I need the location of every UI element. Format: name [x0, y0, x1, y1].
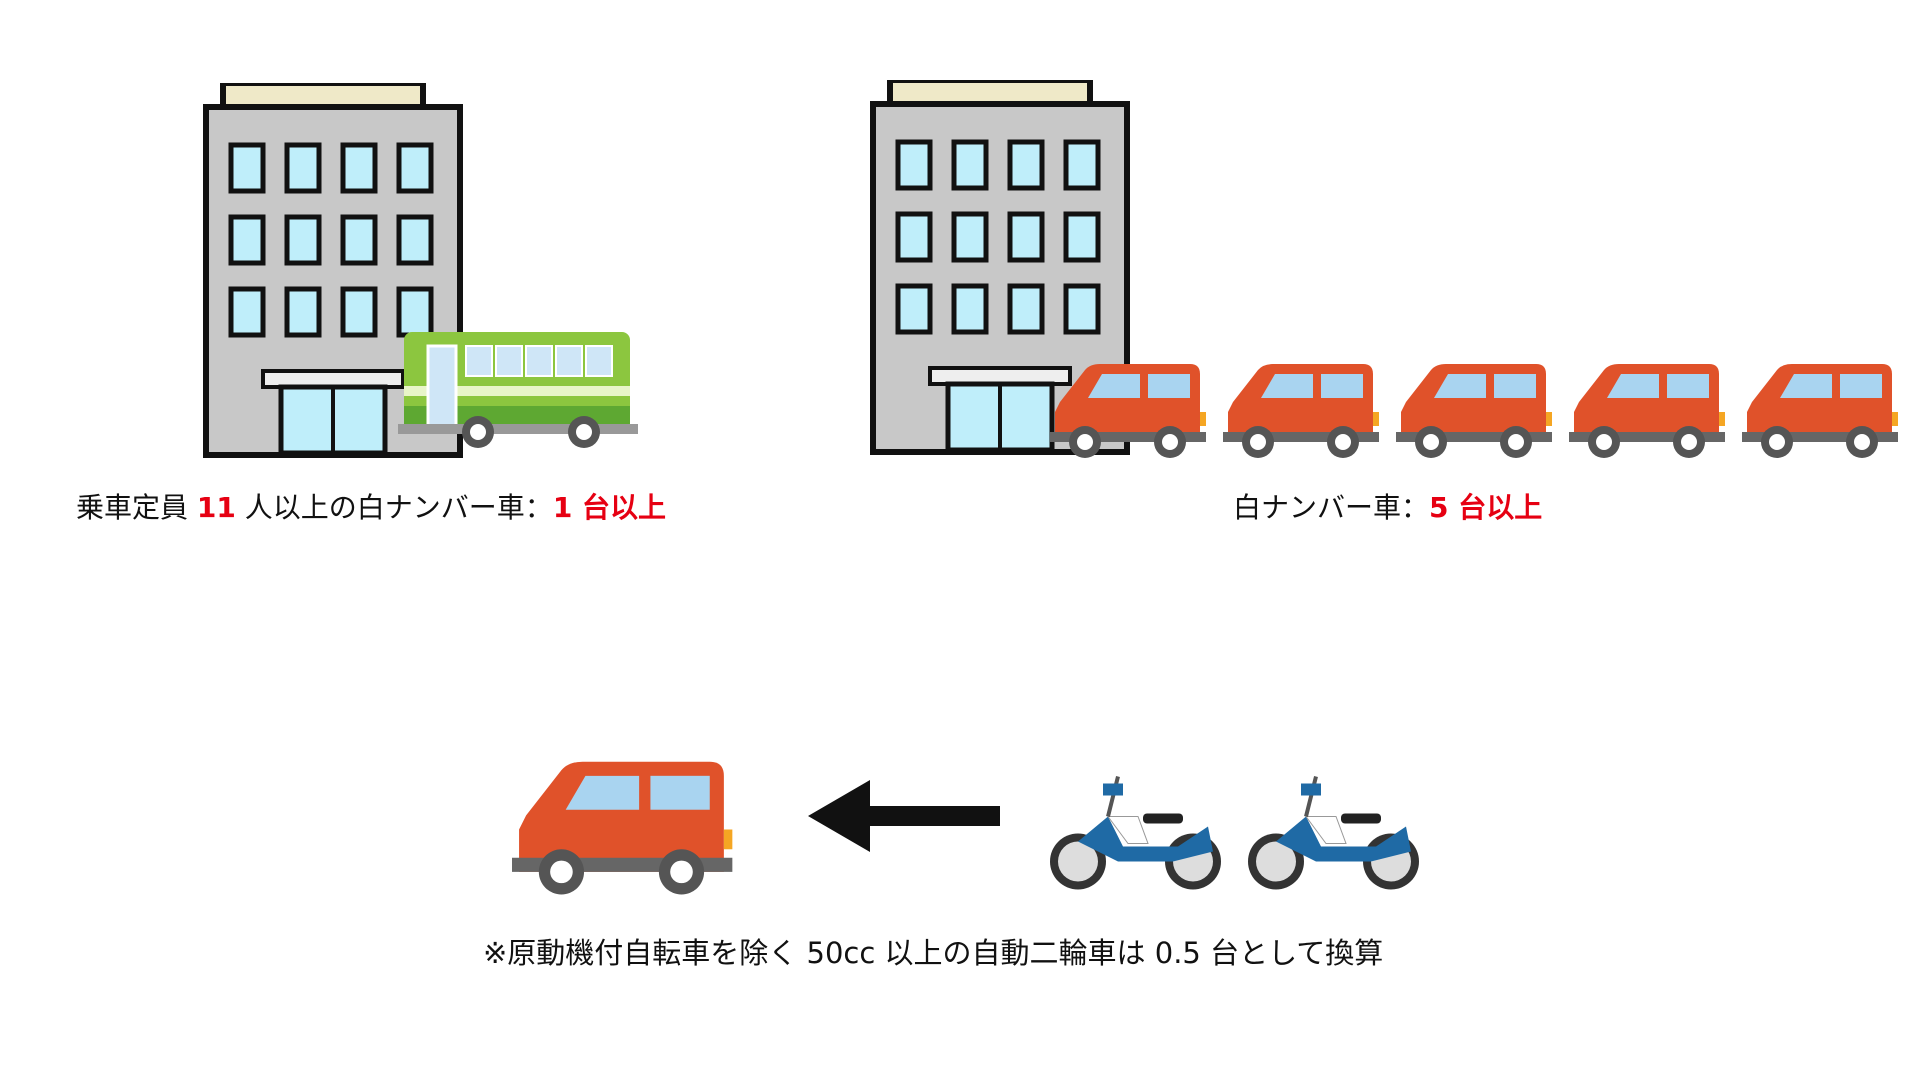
car-icon	[1742, 364, 1898, 458]
car-icon	[1396, 364, 1552, 458]
caption-text: 人以上の白ナンバー車：	[244, 491, 553, 524]
capacity-number: 11	[196, 491, 236, 524]
car-icon	[1223, 364, 1379, 458]
caption-text: 乗車定員	[76, 491, 189, 524]
caption-text: 白ナンバー車：	[1233, 491, 1430, 524]
motorcycle-icon	[1246, 774, 1421, 892]
motorcycle-icon	[1048, 774, 1223, 892]
bus-icon	[398, 332, 638, 448]
count-requirement: 5 台以上	[1429, 491, 1543, 524]
count-requirement: 1 台以上	[552, 491, 667, 524]
car-icon	[512, 761, 733, 895]
bus-caption: 乗車定員 11 人以上の白ナンバー車：1 台以上	[76, 486, 666, 526]
conversion-note: ※原動機付自転車を除く 50cc 以上の自動二輪車は 0.5 台として換算	[483, 936, 1384, 970]
cars-caption: 白ナンバー車：5 台以上	[1233, 486, 1542, 526]
car-icon	[1050, 364, 1206, 458]
car-icon	[1569, 364, 1725, 458]
arrow-left-icon	[808, 780, 1000, 852]
